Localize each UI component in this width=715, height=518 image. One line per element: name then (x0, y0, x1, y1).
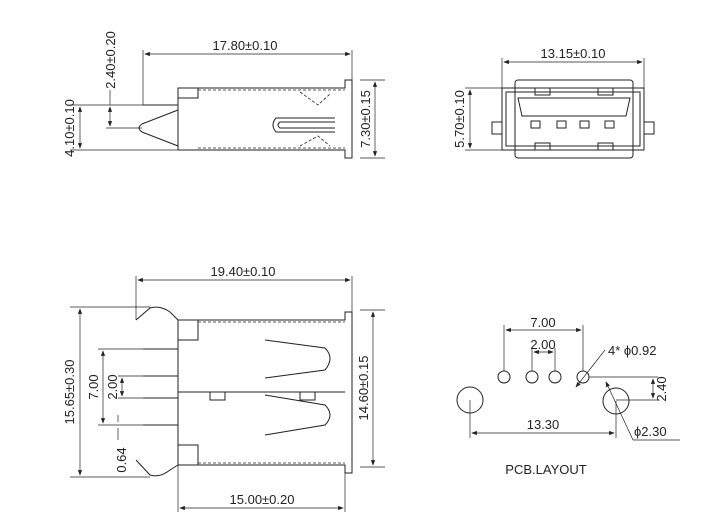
pcb-mount-hole-label: ϕ2.30 (634, 424, 667, 439)
pcb-pin-pitch-label: 2.00 (530, 337, 555, 352)
front-width-label: 13.15±0.10 (541, 46, 606, 61)
pcb-mount-span-label: 13.30 (527, 417, 560, 432)
top-body-width-label: 14.60±0.15 (356, 356, 371, 421)
front-height-label: 5.70±0.10 (452, 90, 467, 148)
top-view: 19.40±0.10 15.65±0.30 7.00 2.00 0.64 14.… (62, 264, 385, 512)
top-length-label: 19.40±0.10 (211, 264, 276, 279)
top-pin-span-label: 7.00 (86, 374, 101, 399)
top-body-length-label: 15.00±0.20 (230, 492, 295, 507)
front-view: 13.15±0.10 5.70±0.10 (452, 46, 655, 159)
pcb-offset-label: 2.40 (654, 376, 669, 401)
side-lead-offset-label: 2.40±0.20 (103, 31, 118, 89)
top-pin-pitch-label: 2.00 (105, 374, 120, 399)
side-lead-height-label: 4.10±0.10 (62, 99, 77, 157)
top-pin-width-label: 0.64 (114, 447, 129, 472)
pcb-pin-span-label: 7.00 (530, 315, 555, 330)
pcb-pin-hole-label: 4* ϕ0.92 (608, 343, 656, 358)
pcb-layout: 7.00 2.00 4* ϕ0.92 2.40 13.30 ϕ2.30 PCB.… (456, 315, 680, 477)
side-height-label: 7.30±0.15 (358, 90, 373, 148)
top-overall-width-label: 15.65±0.30 (62, 360, 77, 425)
side-length-label: 17.80±0.10 (213, 38, 278, 53)
pcb-layout-title: PCB.LAYOUT (505, 462, 586, 477)
side-view: 17.80±0.10 4.10±0.10 2.40±0.20 7.30±0.15 (62, 31, 385, 159)
